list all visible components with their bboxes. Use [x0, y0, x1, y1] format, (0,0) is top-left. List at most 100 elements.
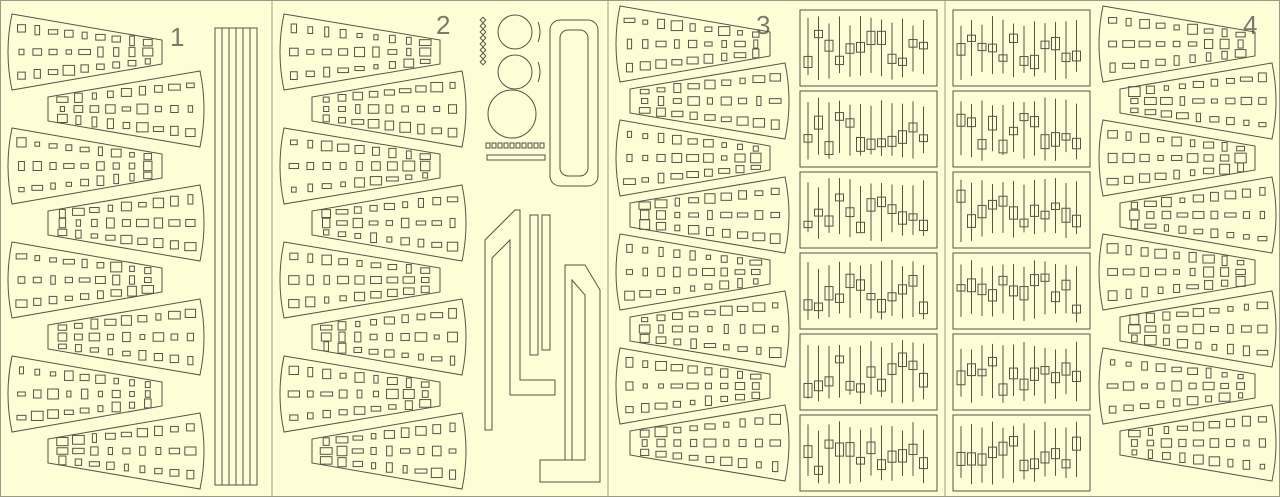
- cutout-hole: [687, 83, 700, 90]
- cutout-hole: [704, 367, 713, 376]
- cutout-hole: [674, 211, 681, 219]
- cutout-hole: [307, 26, 314, 34]
- cutout-hole: [704, 193, 716, 204]
- segment-outline: [629, 404, 790, 482]
- cutout-hole: [1225, 438, 1235, 448]
- cutout-hole: [337, 67, 349, 74]
- cutout-hole: [673, 439, 682, 447]
- cutout-hole: [338, 258, 348, 266]
- sprue-part: [919, 41, 928, 50]
- cutout-hole: [402, 201, 409, 209]
- sprue-part: [1061, 459, 1071, 469]
- segment-outline: [47, 412, 205, 490]
- cutout-hole: [80, 388, 89, 400]
- cutout-hole: [306, 161, 315, 171]
- cutout-hole: [432, 197, 442, 206]
- tiny-block: [503, 142, 509, 149]
- cutout-hole: [354, 65, 365, 72]
- cutout-hole: [707, 325, 713, 333]
- cutout-hole: [415, 85, 427, 93]
- cutout-hole: [738, 190, 747, 200]
- cutout-hole: [17, 391, 26, 397]
- cutout-hole: [1187, 23, 1198, 35]
- cutout-hole: [406, 47, 412, 57]
- cutout-hole: [95, 374, 106, 384]
- cutout-hole: [749, 259, 763, 266]
- cutout-hole: [720, 116, 732, 123]
- cutout-hole: [1173, 251, 1180, 260]
- tiny-diamond: [479, 58, 487, 66]
- sprue-part: [1009, 33, 1018, 43]
- sprue-part: [803, 445, 813, 458]
- frame-outline: [952, 252, 1091, 330]
- fan-segment: [1098, 119, 1256, 197]
- fan-segment: [615, 119, 771, 197]
- tiny-diamond: [479, 40, 487, 48]
- cutout-hole: [288, 275, 300, 285]
- cutout-hole: [772, 302, 779, 309]
- cutout-hole: [353, 206, 362, 214]
- sprue-part: [998, 275, 1008, 286]
- sprue-part: [824, 215, 834, 227]
- cutout-hole: [1173, 284, 1181, 293]
- cutout-hole: [1144, 109, 1157, 116]
- cutout-hole: [136, 103, 149, 115]
- cutout-hole: [1211, 343, 1218, 351]
- cutout-hole: [75, 115, 82, 126]
- cutout-hole: [1192, 211, 1205, 219]
- cutout-hole: [356, 161, 363, 171]
- cutout-hole: [16, 414, 27, 421]
- cutout-hole: [1125, 17, 1132, 27]
- cutout-hole: [723, 323, 729, 335]
- fan-segment: [7, 127, 163, 205]
- cutout-hole: [1130, 107, 1139, 114]
- cutout-hole: [1209, 307, 1220, 314]
- frame-outline: [799, 9, 938, 87]
- cutout-hole: [1257, 72, 1267, 83]
- cutout-hole: [33, 297, 42, 306]
- cutout-hole: [18, 48, 25, 56]
- cutout-hole: [1203, 154, 1214, 162]
- cutout-hole: [386, 161, 398, 171]
- frame-outline: [952, 9, 1091, 87]
- cutout-hole: [58, 217, 67, 229]
- cutout-hole: [751, 268, 761, 276]
- sprue-part: [977, 139, 987, 150]
- segment-outline: [279, 355, 441, 433]
- fan-segment: [629, 404, 790, 482]
- segment-outline: [615, 5, 771, 83]
- cutout-hole: [1145, 85, 1155, 95]
- cutout-hole: [289, 139, 298, 146]
- cutout-hole: [734, 153, 746, 163]
- cutout-hole: [372, 390, 380, 398]
- cutout-hole: [688, 197, 700, 204]
- cutout-hole: [72, 207, 85, 216]
- cutout-hole: [105, 104, 116, 114]
- cutout-hole: [384, 349, 395, 358]
- cutout-hole: [354, 177, 365, 188]
- cutout-hole: [1160, 438, 1173, 448]
- sprue-frame: [799, 90, 938, 168]
- cutout-hole: [32, 161, 42, 171]
- sprue-part: [866, 30, 876, 46]
- cutout-hole: [1125, 131, 1132, 141]
- cutout-hole: [1258, 97, 1267, 105]
- cutout-hole: [1204, 280, 1214, 290]
- cutout-hole: [289, 71, 298, 81]
- cutout-hole: [704, 283, 713, 290]
- cutout-hole: [737, 143, 743, 150]
- fan-segment: [615, 5, 771, 83]
- cutout-hole: [754, 417, 764, 425]
- segment-outline: [1098, 347, 1256, 425]
- cutout-hole: [769, 413, 781, 425]
- cutout-hole: [107, 447, 114, 455]
- cutout-hole: [752, 302, 766, 312]
- cutout-hole: [403, 287, 415, 295]
- cutout-hole: [384, 120, 395, 131]
- cutout-hole: [671, 110, 684, 118]
- sprue-part: [977, 283, 987, 296]
- cutout-hole: [655, 40, 667, 48]
- cutout-hole: [1210, 98, 1218, 104]
- cutout-hole: [111, 401, 121, 413]
- cutout-hole: [1205, 367, 1212, 379]
